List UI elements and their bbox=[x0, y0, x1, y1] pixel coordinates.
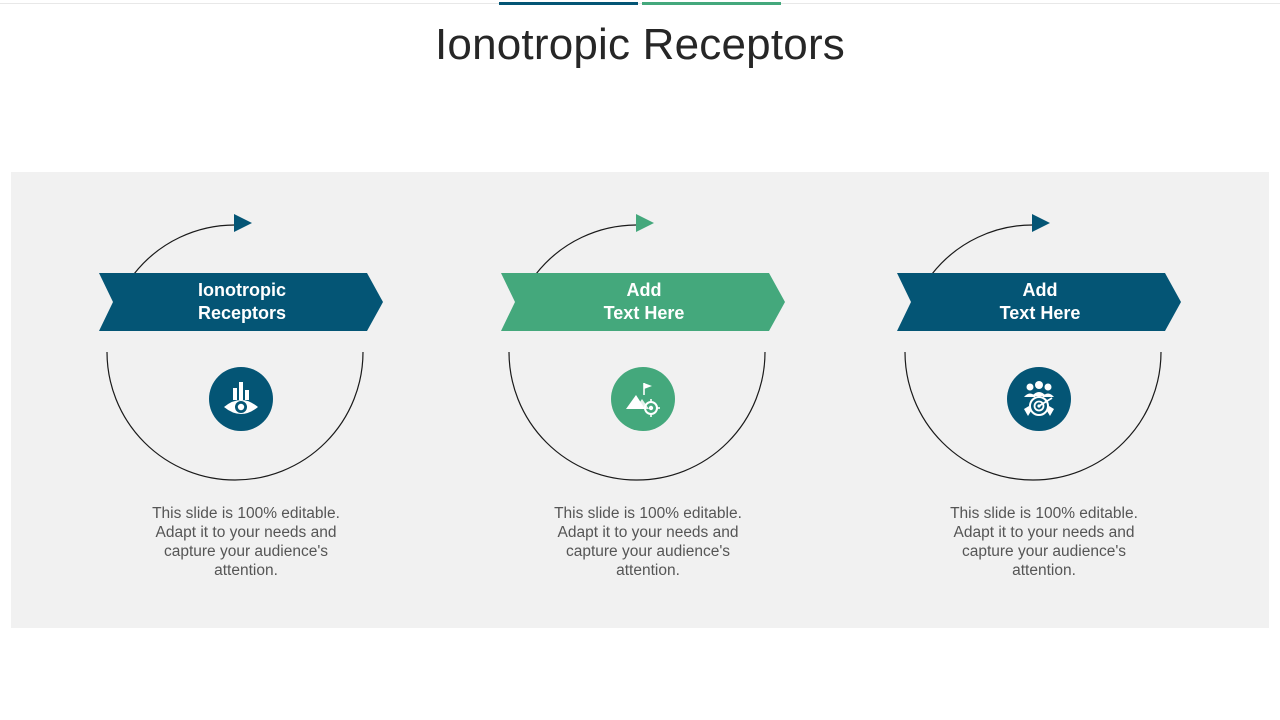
top-rule bbox=[0, 3, 1280, 4]
process-step-3: Add Text Here This slide is 100% editabl… bbox=[839, 172, 1259, 628]
page-title: Ionotropic Receptors bbox=[435, 20, 845, 69]
top-accent-green bbox=[642, 2, 781, 5]
cycle-arrow-ring bbox=[897, 214, 1181, 481]
content-panel: Ionotropic Receptors This slide is 100% … bbox=[11, 172, 1269, 628]
cycle-arrow-ring bbox=[501, 214, 785, 481]
eye-buildings-icon bbox=[224, 382, 258, 414]
process-step-1: Ionotropic Receptors This slide is 100% … bbox=[41, 172, 461, 628]
process-step-2: Add Text Here This slide is 100% editabl… bbox=[443, 172, 863, 628]
step-2-description: This slide is 100% editable. Adapt it to… bbox=[554, 505, 742, 579]
top-accent-teal bbox=[499, 2, 638, 5]
step-3-description: This slide is 100% editable. Adapt it to… bbox=[950, 505, 1138, 579]
team-target-icon bbox=[1024, 381, 1054, 416]
cycle-arrow-ring bbox=[99, 214, 383, 481]
step-3-icon-circle bbox=[1007, 367, 1071, 431]
step-2-label: Add Text Here bbox=[603, 280, 685, 323]
mountain-flag-target-icon bbox=[626, 383, 660, 417]
step-3-label: Add Text Here bbox=[999, 280, 1081, 323]
step-1-icon-circle bbox=[209, 367, 273, 431]
step-1-label: Ionotropic Receptors bbox=[197, 280, 287, 323]
step-2-icon-circle bbox=[611, 367, 675, 431]
step-1-description: This slide is 100% editable. Adapt it to… bbox=[152, 505, 340, 579]
